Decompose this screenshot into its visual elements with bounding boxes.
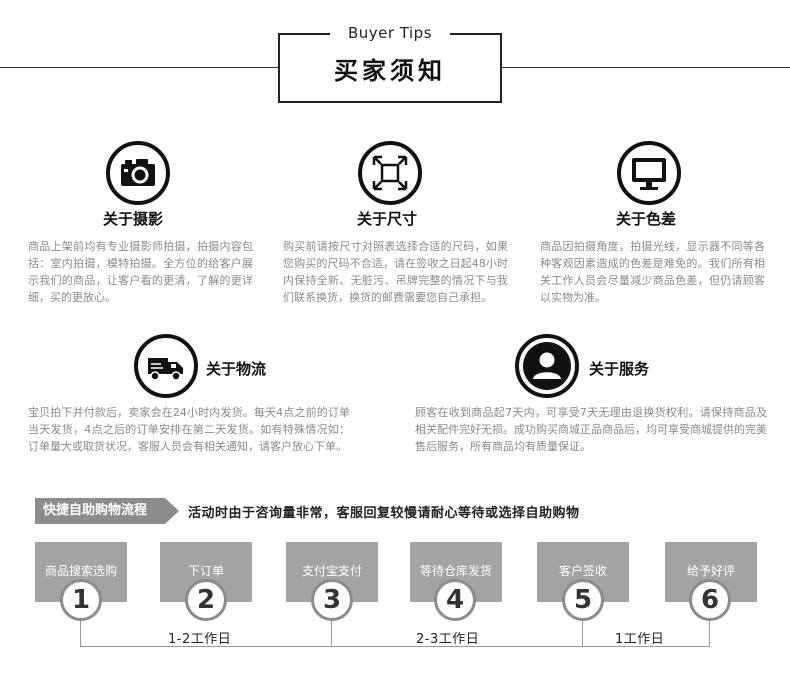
timeline-tick-1 [80, 620, 81, 647]
section-logistics-title: 关于物流 [206, 360, 267, 378]
resize-icon [358, 141, 422, 205]
step-4-number: 4 [434, 579, 476, 621]
section-photo-body: 商品上架前均有专业摄影师拍摄，拍摄内容包括：室内拍摄，模特拍摄。全方位的给客户展… [28, 240, 253, 304]
duration-3: 1工作日 [615, 632, 665, 647]
section-size-title: 关于尺寸 [357, 210, 418, 228]
duration-2: 2-3工作日 [416, 632, 480, 647]
flow-tag-arrow [165, 498, 179, 524]
header-subtitle-wrap: Buyer Tips [330, 22, 450, 44]
section-color-title: 关于色差 [616, 210, 677, 228]
step-2-number: 2 [185, 579, 227, 621]
section-size-body: 购买前请按尺寸对照表选择合适的尺码，如果您购买的尺码不合适，请在签收之日起48小… [283, 240, 508, 304]
flow-timeline [80, 646, 710, 647]
timeline-tick-6 [709, 620, 710, 647]
step-1-number: 1 [60, 579, 102, 621]
timeline-tick-3 [331, 620, 332, 647]
flow-note: 活动时由于咨询量非常，客服回复较慢请耐心等待或选择自助购物 [188, 506, 580, 521]
header-rule-right [502, 67, 790, 68]
header-rule-left [0, 67, 278, 68]
header-subtitle: Buyer Tips [347, 24, 433, 42]
monitor-icon [617, 141, 681, 205]
step-5-number: 5 [562, 579, 604, 621]
section-service-body: 顾客在收到商品起7天内，可享受7天无理由退换货权利。请保持商品及相关配件完好无损… [415, 406, 767, 453]
step-6-number: 6 [689, 579, 731, 621]
timeline-tick-5 [582, 620, 583, 647]
section-photo-title: 关于摄影 [103, 210, 164, 228]
camera-icon [106, 141, 170, 205]
section-logistics-body: 宝贝拍下并付款后，卖家会在24小时内发货。每天4点之前的订单当天发货，4点之后的… [28, 406, 350, 453]
section-service-title: 关于服务 [589, 360, 650, 378]
duration-1: 1-2工作日 [168, 632, 232, 647]
flow-tag: 快捷自助购物流程 [35, 498, 165, 524]
page-title: 买家须知 [334, 57, 446, 85]
user-icon [515, 334, 579, 398]
step-5-box: 客户签收 [537, 542, 629, 602]
step-3-box: 支付宝支付 [286, 542, 378, 602]
step-3-number: 3 [311, 579, 353, 621]
section-color-body: 商品因拍摄角度，拍摄光线，显示器不同等各种客观因素造成的色差是难免的。我们所有相… [540, 240, 765, 304]
truck-icon [134, 334, 198, 398]
